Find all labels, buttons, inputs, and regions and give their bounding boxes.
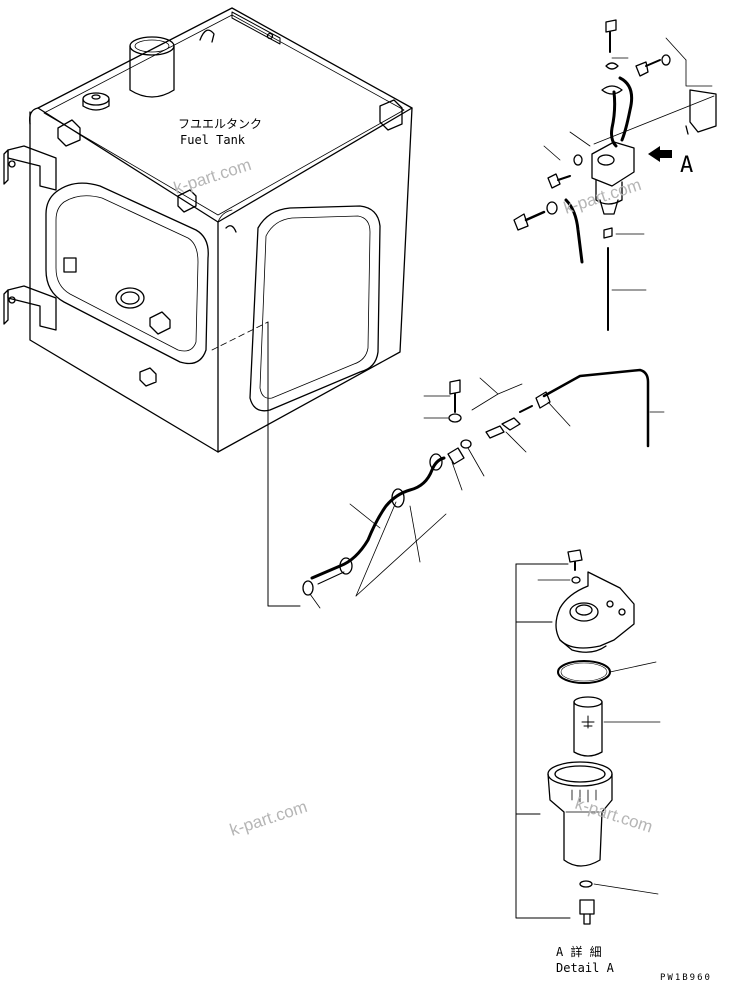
drawing-code: PW1B960 xyxy=(660,973,712,983)
filler-neck xyxy=(129,36,175,98)
detail-a-filter xyxy=(515,549,661,925)
view-label-a: A xyxy=(680,153,693,178)
watermark: k-part.com xyxy=(573,794,655,837)
tank-label-en: Fuel Tank xyxy=(180,133,246,147)
lifting-hook xyxy=(199,29,215,43)
tank-cap xyxy=(82,92,110,111)
filter-assembly-top xyxy=(513,19,717,331)
inspection-cover-left xyxy=(45,182,209,387)
watermark: k-part.com xyxy=(171,155,253,198)
watermark: k-part.com xyxy=(227,797,309,840)
fuel-tank xyxy=(3,7,413,607)
view-arrow-icon xyxy=(648,146,672,162)
watermark: k-part.com xyxy=(561,175,643,218)
fuel-line-assembly xyxy=(302,368,665,609)
tank-label-jp: フユエルタンク xyxy=(178,117,262,131)
detail-label-en: Detail A xyxy=(556,961,615,975)
mount-bracket-lower xyxy=(3,285,57,331)
detail-label-jp: A 詳 細 xyxy=(556,944,602,959)
mount-bracket-upper xyxy=(3,145,57,191)
inspection-cover-right xyxy=(225,205,381,412)
